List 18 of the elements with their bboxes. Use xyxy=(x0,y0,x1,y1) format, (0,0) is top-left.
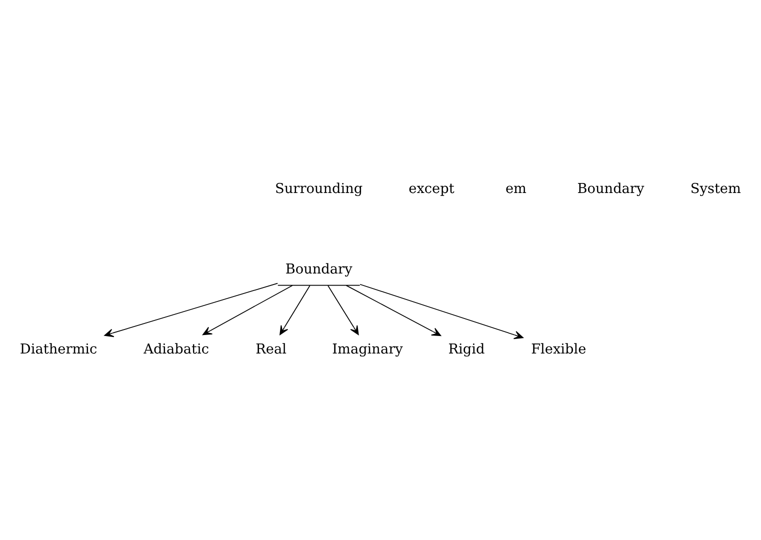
label: Boundary xyxy=(577,181,644,198)
node-text: Diathermic xyxy=(20,341,98,358)
node-text: Rigid xyxy=(448,341,485,358)
node-text: Boundary xyxy=(285,261,352,278)
arrow xyxy=(280,285,310,336)
arrow xyxy=(202,285,293,336)
node-text: Adiabatic xyxy=(144,341,210,358)
node-text: Imaginary xyxy=(332,341,403,358)
node-text: Flexible xyxy=(531,341,586,358)
label: Surrounding xyxy=(275,181,363,198)
label: em xyxy=(505,181,526,198)
label: System xyxy=(690,181,741,198)
arrow xyxy=(346,285,442,336)
label: except xyxy=(408,181,454,198)
arrow xyxy=(328,285,359,336)
arrow xyxy=(104,282,278,338)
arrow xyxy=(360,284,524,340)
node-text: Real xyxy=(256,341,286,358)
